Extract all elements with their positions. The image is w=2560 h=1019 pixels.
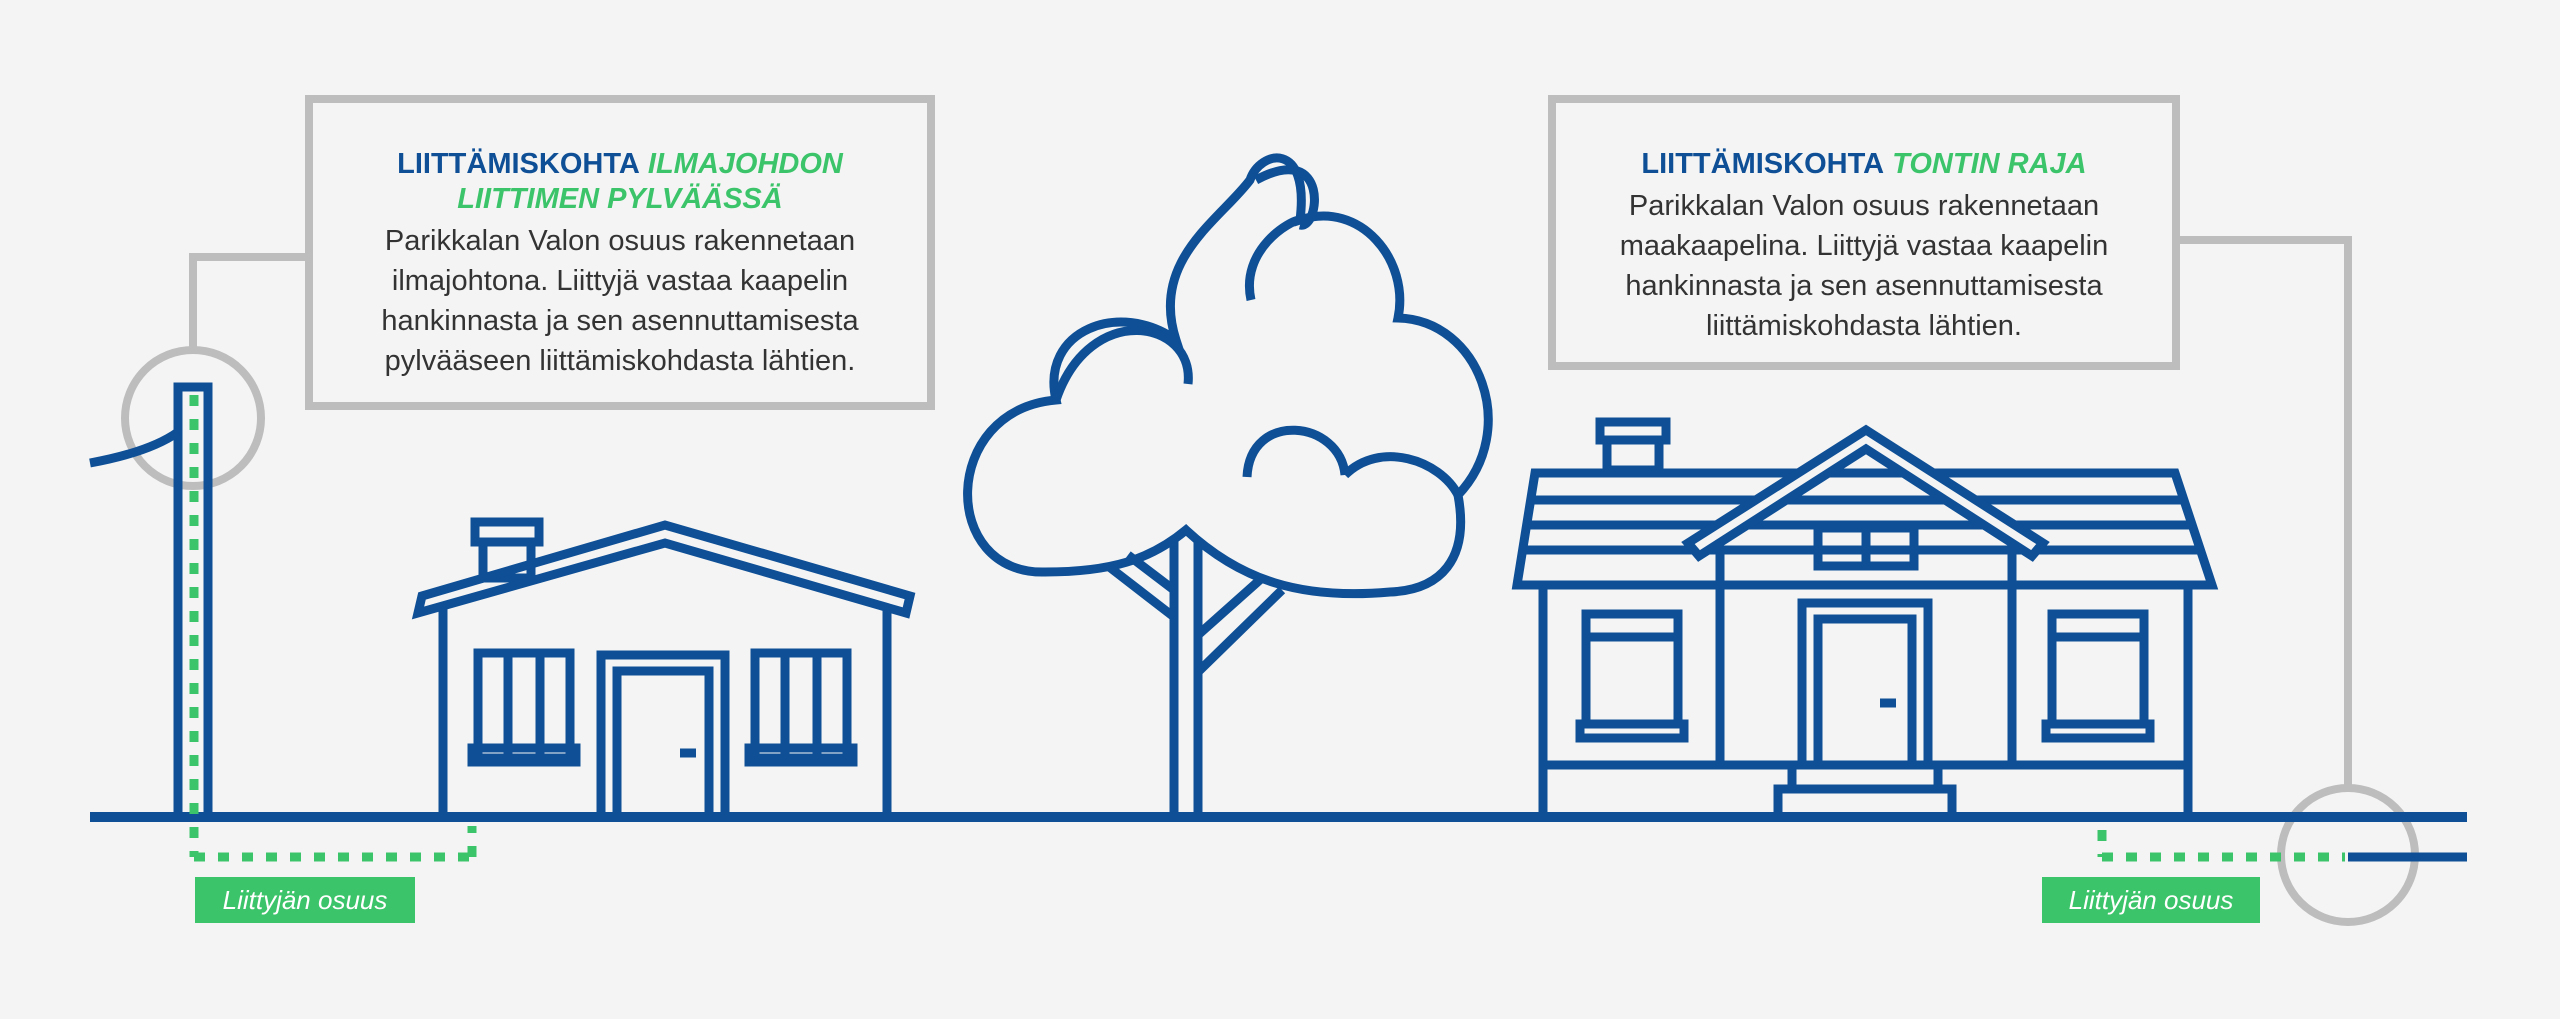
- callout-left-body: Parikkalan Valon osuus rakennetaan ilmaj…: [381, 225, 859, 377]
- callout-plot-boundary: LIITTÄMISKOHTA TONTIN RAJA Parikkalan Va…: [1548, 95, 2180, 370]
- small-house: [411, 517, 916, 817]
- connector-right: [2180, 236, 2352, 786]
- large-house: [1511, 417, 2219, 822]
- customer-share-badge-right: Liittyjän osuus: [2042, 877, 2260, 923]
- callout-left-title: LIITTÄMISKOHTA ILMAJOHDON LIITTIMEN PYLV…: [333, 147, 907, 217]
- connection-point-left-ring: [121, 346, 265, 490]
- tree: [963, 153, 1493, 817]
- callout-right-title: LIITTÄMISKOHTA TONTIN RAJA: [1576, 147, 2152, 182]
- customer-share-cable: [189, 395, 2345, 862]
- callout-overhead-connection: LIITTÄMISKOHTA ILMAJOHDON LIITTIMEN PYLV…: [305, 95, 935, 410]
- utility-pole: [89, 382, 213, 822]
- callout-right-title-highlight: TONTIN RAJA: [1892, 148, 2087, 180]
- callout-left-title-prefix: LIITTÄMISKOHTA: [397, 148, 640, 180]
- customer-share-badge-left: Liittyjän osuus: [195, 877, 415, 923]
- callout-left-title-highlight: ILMAJOHDON LIITTIMEN PYLVÄÄSSÄ: [457, 148, 843, 215]
- callout-right-title-prefix: LIITTÄMISKOHTA: [1641, 148, 1885, 180]
- connector-left: [189, 253, 305, 348]
- callout-right-body: Parikkalan Valon osuus rakennetaan maaka…: [1619, 190, 2109, 342]
